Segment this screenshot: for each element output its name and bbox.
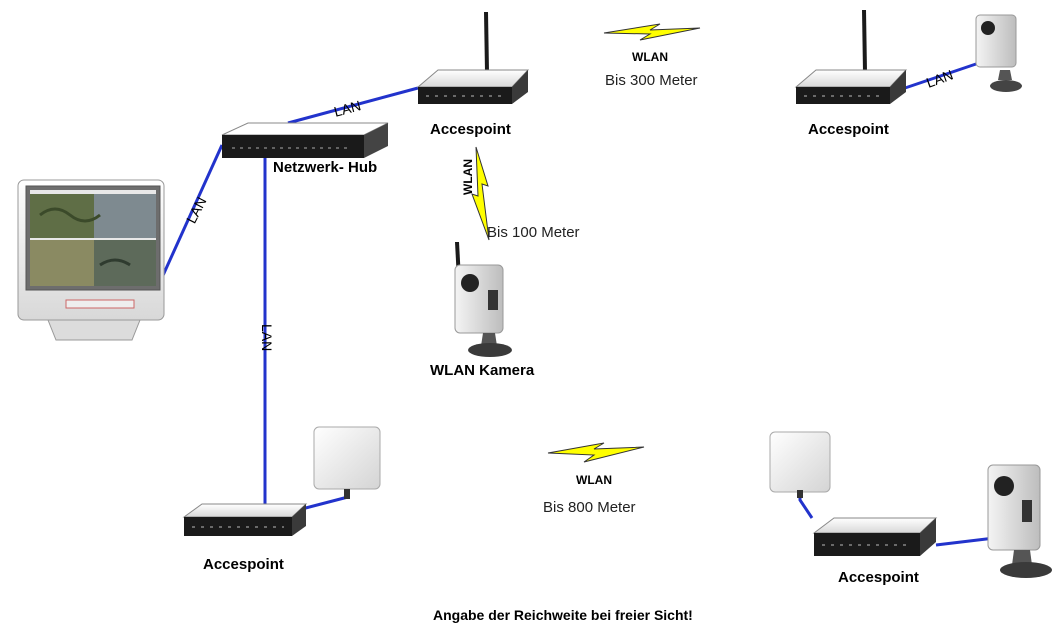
wlan-label-top: WLAN (632, 50, 668, 64)
lan-label-ap-camera: LAN (924, 66, 955, 90)
camera-top-right (975, 14, 1022, 92)
label-wlan-camera: WLAN Kamera (430, 362, 535, 379)
hub-icon (221, 122, 389, 158)
wlan-label-middle: WLAN (461, 159, 475, 195)
wlan-label-bottom: WLAN (576, 473, 612, 487)
access-point-top-right (794, 10, 908, 104)
lightning-icon (547, 442, 645, 463)
access-point-top-center (416, 12, 530, 104)
label-ap-top-center: Accespoint (430, 121, 511, 138)
antenna-icon (862, 10, 867, 72)
label-ap-bottom-right: Accespoint (838, 569, 919, 586)
monitor-icon (17, 179, 165, 341)
distance-middle: Bis 100 Meter (487, 224, 580, 241)
panel-antenna-icon (769, 431, 831, 493)
lan-label-hub-ap: LAN (332, 97, 362, 120)
lan-label-monitor: LAN (183, 194, 210, 226)
wire-monitor-hub (158, 144, 224, 283)
label-ap-bottom-left: Accespoint (203, 556, 284, 573)
antenna-icon (484, 12, 489, 72)
access-point-bottom-right (812, 517, 938, 556)
camera-icon (987, 464, 1041, 551)
wire-ap-camera-right (904, 62, 977, 90)
label-hub: Netzwerk- Hub (273, 159, 378, 176)
lightning-icon (603, 23, 701, 41)
lightning-icon (471, 146, 490, 241)
distance-bottom: Bis 800 Meter (543, 499, 636, 516)
footer-note: Angabe der Reichweite bei freier Sicht! (433, 607, 693, 623)
access-point-bottom-left (182, 503, 308, 536)
panel-antenna-icon (313, 426, 381, 490)
camera-bottom-right (987, 464, 1052, 578)
wlan-link-bottom: WLAN (547, 442, 645, 487)
lan-label-hub-bottom: LAN (259, 324, 275, 351)
wlan-link-middle: WLAN (461, 146, 490, 241)
antenna-panel-right (769, 431, 831, 498)
wire-hub-ap-top (287, 86, 419, 125)
label-ap-top-right: Accespoint (808, 121, 889, 138)
wlan-link-top: WLAN (603, 23, 701, 64)
antenna-panel-left (313, 426, 381, 499)
camera-icon (975, 14, 1017, 68)
distance-top: Bis 300 Meter (605, 72, 698, 89)
wlan-camera (454, 242, 512, 357)
wire-ap-antenna-left (297, 495, 349, 512)
